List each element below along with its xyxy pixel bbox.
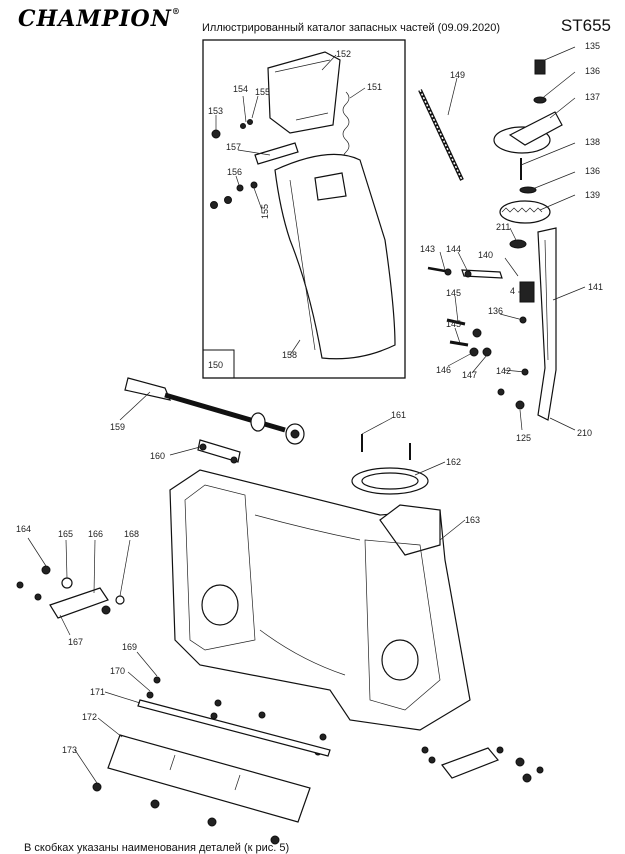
part-label: 168: [124, 529, 139, 539]
part-label: 146: [436, 365, 451, 375]
part-label: 139: [585, 190, 600, 200]
part-label: 149: [450, 70, 465, 80]
model-number: ST655: [560, 16, 611, 35]
catalog-title: Иллюстрированный каталог запасных частей…: [202, 22, 501, 34]
handle-part: [254, 142, 299, 165]
part-label: 136: [585, 66, 600, 76]
part-label: 159: [110, 422, 125, 432]
part-label: 143: [420, 244, 435, 254]
inset-fasteners: [210, 119, 258, 209]
part-label: 155: [260, 204, 270, 219]
footer-note: В скобках указаны наименования деталей (…: [24, 842, 290, 854]
part-label: 161: [391, 410, 406, 420]
part-label: 164: [16, 524, 31, 534]
part-label: 156: [227, 167, 242, 177]
scraper-blade-part: [107, 734, 311, 823]
scraper-bar-part: [137, 699, 331, 757]
inset-label-box: [202, 349, 235, 379]
part-label: 173: [62, 745, 77, 755]
part-label: 152: [336, 49, 351, 59]
threaded-rod-part: [418, 89, 464, 181]
part-label: 153: [208, 106, 223, 116]
part-label: 211: [496, 222, 510, 232]
inset-frame: [202, 39, 406, 379]
part-label: 167: [68, 637, 83, 647]
part-label: 147: [462, 370, 477, 380]
vertical-bolts: [361, 434, 411, 460]
part-label: 165: [58, 529, 73, 539]
part-label: 158: [282, 350, 297, 360]
part-label: 154: [233, 84, 248, 94]
part-label: 151: [367, 82, 382, 92]
part-label: 135: [585, 41, 600, 51]
part-label: 166: [88, 529, 103, 539]
part-label: 163: [465, 515, 480, 525]
right-skid-part: [421, 746, 544, 783]
brand-logo: CHAMPION®: [18, 6, 181, 32]
part-label: 170: [110, 666, 125, 676]
part-label: 125: [516, 433, 531, 443]
part-label: 144: [446, 244, 461, 254]
part-label: 210: [577, 428, 592, 438]
left-skid-part: [16, 565, 125, 619]
part-label: 172: [82, 712, 97, 722]
bracket-part: [197, 439, 241, 464]
chute-ring-part: [351, 467, 429, 495]
part-label: 171: [90, 687, 105, 697]
part-number-labels: 135 136 137 138 136 139 149 152 151 154 …: [16, 41, 603, 755]
leader-lines: [27, 46, 586, 784]
blade-bolts: [92, 782, 280, 845]
brand-registered-mark: ®: [171, 6, 181, 16]
inset-box-label: 150: [208, 360, 223, 370]
part-label: 140: [478, 250, 493, 260]
part-label: 157: [226, 142, 241, 152]
part-label: 141: [588, 282, 603, 292]
part-label: 4: [510, 286, 515, 296]
part-label: 145: [446, 319, 461, 329]
auger-housing-part: [169, 469, 471, 731]
gear-assembly-part: [493, 59, 563, 249]
part-label: 137: [585, 92, 600, 102]
part-label: 155: [255, 87, 270, 97]
part-label: 136: [488, 306, 503, 316]
part-label: 160: [150, 451, 165, 461]
part-label: 169: [122, 642, 137, 652]
part-label: 145: [446, 288, 461, 298]
part-label: 138: [585, 137, 600, 147]
lever-part: [519, 227, 557, 421]
part-label: 142: [496, 366, 511, 376]
part-label: 162: [446, 457, 461, 467]
deflector-part: [267, 51, 341, 134]
chute-part: [274, 153, 396, 360]
part-label: 136: [585, 166, 600, 176]
auger-shaft-part: [124, 377, 305, 445]
bolt-set-part: [427, 266, 525, 410]
brand-name: CHAMPION: [18, 6, 172, 32]
